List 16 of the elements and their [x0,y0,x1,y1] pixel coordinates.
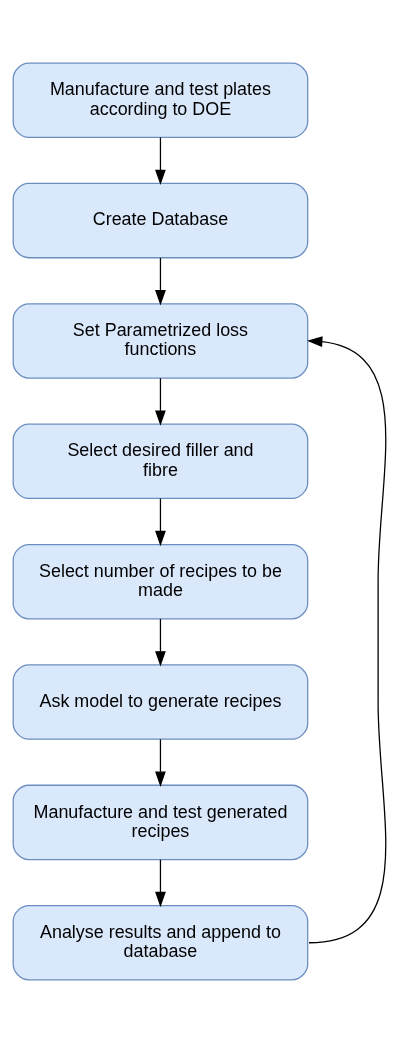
arrow [155,617,166,666]
node-box: Set Parametrized loss functions [12,302,309,379]
arrow [155,497,166,546]
node-box: Analyse results and append to database [12,904,309,980]
arrow [155,858,166,907]
node-box: Manufacture and test generated recipes [12,784,309,860]
arrow [307,335,387,943]
arrow [155,738,166,787]
node-box: Ask model to generate recipes [12,663,309,740]
arrow [155,377,166,426]
node-box: Select desired filler and fibre [12,423,309,499]
node-box: Select number of recipes to be made [12,543,309,619]
node-box: Create Database [12,182,309,258]
node-box: Manufacture and test plates according to DOE [12,62,309,138]
arrow [155,136,166,185]
arrow [155,256,166,305]
